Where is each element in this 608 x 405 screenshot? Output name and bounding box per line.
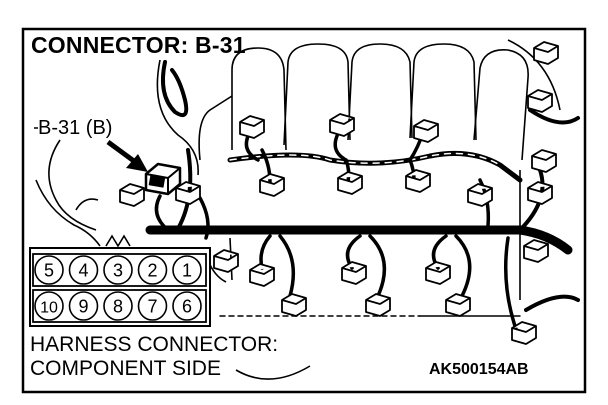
- b31-connector-shape: [144, 162, 182, 196]
- pin-3-circle: [103, 255, 133, 285]
- pin-9-label: 9: [78, 297, 88, 317]
- figure-code: AK500154AB: [429, 361, 529, 378]
- pin-10-circle: [34, 291, 64, 321]
- connector-blocks: [119, 41, 559, 345]
- diagram-frame: [21, 27, 587, 394]
- caption-line-2: COMPONENT SIDE: [30, 357, 221, 380]
- pin-1-circle: [172, 255, 202, 285]
- diagram-title: CONNECTOR: B-31: [31, 32, 246, 58]
- pin-10-label: 10: [40, 300, 58, 317]
- pin-5-label: 5: [44, 261, 54, 281]
- pin-3-label: 3: [113, 261, 123, 281]
- pin-4-label: 4: [78, 261, 88, 281]
- pin-2-circle: [137, 255, 168, 285]
- callout-arrow: [106, 139, 148, 172]
- pin-8-label: 8: [113, 297, 123, 317]
- pin-9-circle: [68, 291, 99, 321]
- wiring-harness: [145, 60, 580, 342]
- caption-line-1: HARNESS CONNECTOR:: [30, 333, 279, 356]
- pin-4-circle: [68, 255, 99, 285]
- pin-2-label: 2: [147, 261, 157, 281]
- pin-6-label: 6: [182, 297, 192, 317]
- pin-6-circle: [172, 291, 202, 321]
- pin-1-label: 1: [182, 261, 192, 281]
- pin-5-circle: [34, 255, 64, 285]
- connector-callout-label: B-31 (B): [38, 117, 113, 139]
- connector-key-notch: [105, 234, 131, 248]
- pin-8-circle: [103, 291, 133, 321]
- pin-7-circle: [137, 291, 168, 321]
- pin-7-label: 7: [147, 297, 157, 317]
- intake-manifold-outline: [35, 39, 561, 380]
- pin-grid: 5 4 3 2 1 10 9 8 7 6: [34, 255, 202, 321]
